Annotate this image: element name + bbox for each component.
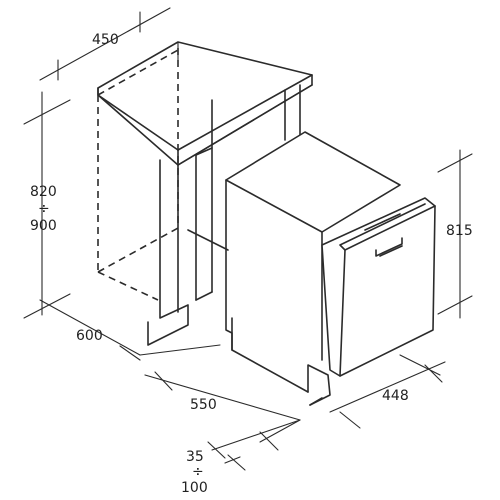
label-plinth-max: 100 [181, 480, 208, 496]
label-cabinet-width: 450 [92, 32, 119, 48]
label-cabinet-height-min: 820 [30, 184, 57, 200]
side-panel-base [195, 291, 213, 301]
label-appliance-height: 815 [446, 223, 473, 239]
side-panel-cap [195, 147, 213, 156]
dim-cabinet-width [39, 7, 179, 81]
dim-tick-448-right [424, 364, 443, 383]
dishwasher-control-strip [364, 213, 401, 231]
dim-line-550 [144, 374, 301, 421]
dim-ext-600 [139, 344, 221, 356]
label-cabinet-height-max: 900 [30, 218, 57, 234]
dim-appliance-height [437, 149, 473, 319]
dim-line-448 [329, 361, 446, 413]
dim-plinth-height [207, 419, 301, 471]
dim-tick-550-right [259, 431, 279, 451]
dishwasher-door-top [339, 203, 426, 251]
worktop-bottom-edge [177, 84, 313, 166]
dim-cabinet-height [23, 91, 71, 319]
dim-line-450 [39, 7, 171, 81]
dim-appliance-width [329, 354, 446, 429]
dishwasher-foot [307, 364, 331, 406]
label-plinth-min: 35 [186, 449, 204, 465]
dim-line-plinth [211, 419, 301, 451]
door-handle-icon [375, 237, 403, 257]
cabinet-dash-bottom-front [97, 271, 159, 301]
dishwasher-door [321, 197, 436, 377]
dim-cabinet-depth [39, 299, 221, 361]
door-handle-grip [379, 245, 403, 257]
dim-tick-820-top [23, 99, 71, 125]
dim-ext-plinth [224, 456, 241, 464]
dim-tick-600 [119, 345, 141, 361]
dim-tick-815-top [437, 153, 473, 173]
cabinet-dash-top-left [97, 49, 179, 96]
dim-tick-plinth-bottom [227, 454, 246, 471]
label-cabinet-depth: 600 [76, 328, 103, 344]
cabinet-connector [187, 229, 229, 251]
label-appliance-depth: 550 [190, 397, 217, 413]
dim-ext-448 [399, 354, 441, 376]
cabinet-dash-bottom-left [97, 227, 179, 273]
worktop-side-edge [177, 74, 313, 151]
cabinet-side-panel [147, 84, 301, 346]
dim-appliance-depth [144, 371, 301, 451]
dim-tick-820-bottom [23, 293, 71, 319]
side-panel-front [147, 159, 189, 346]
label-appliance-width: 448 [382, 388, 409, 404]
dim-ext-550 [259, 419, 301, 443]
dim-tick-550-left [154, 371, 173, 391]
dishwasher-top [225, 131, 401, 233]
dim-tick-plinth-top [207, 441, 226, 459]
dim-tick-815-bottom [437, 295, 473, 315]
dim-line-600 [39, 299, 141, 356]
dishwasher [225, 131, 436, 406]
label-cabinet-height-sep: ÷ [38, 201, 50, 217]
label-plinth-sep: ÷ [192, 464, 204, 480]
dishwasher-foot-base [309, 397, 323, 406]
dim-tick-448-left [339, 411, 361, 429]
